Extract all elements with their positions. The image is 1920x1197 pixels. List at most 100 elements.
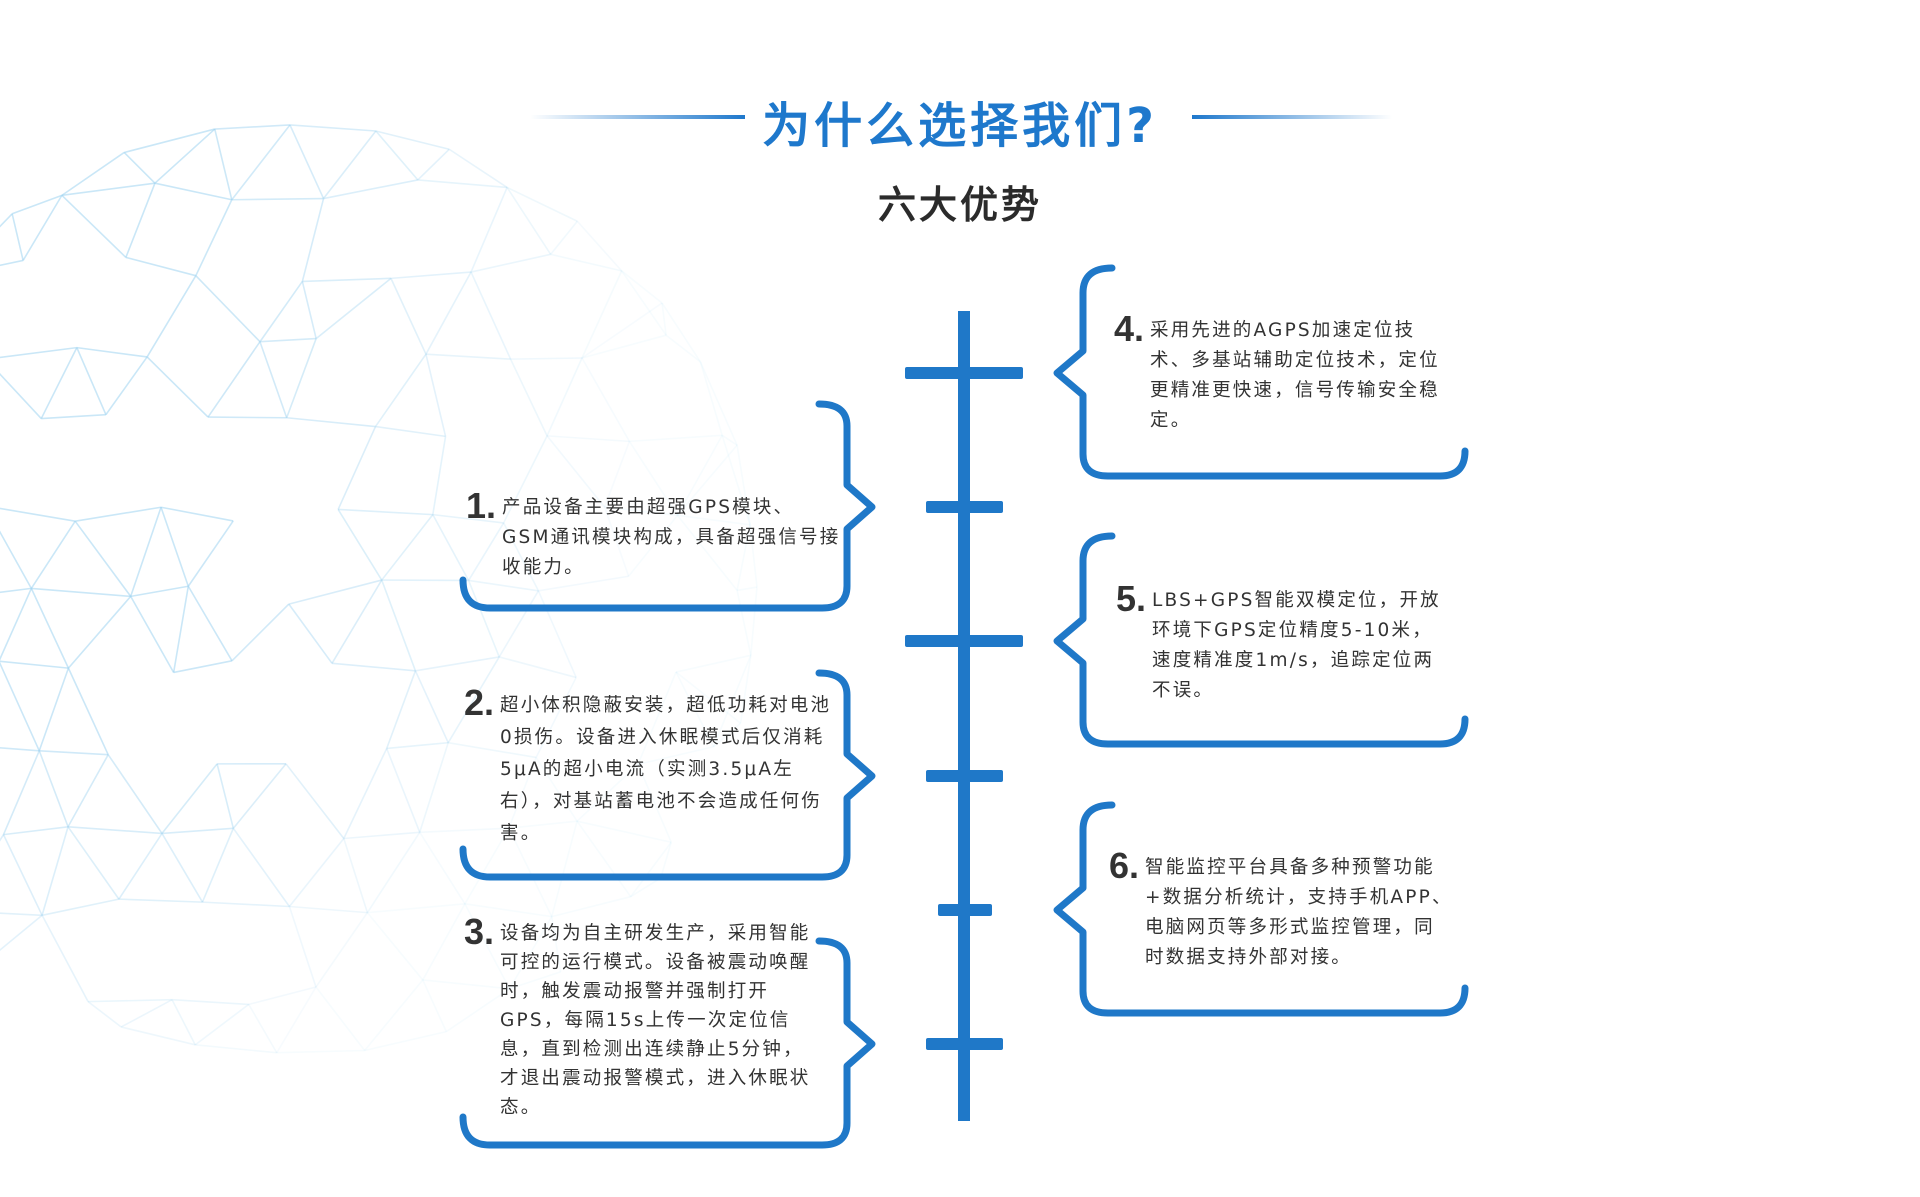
globe-edge — [289, 905, 368, 914]
globe-edge — [323, 179, 418, 200]
globe-edge — [386, 741, 449, 750]
globe-edge — [331, 579, 383, 664]
advantage-3: 3. 设备均为自主研发生产，采用智能可控的运行模式。设备被震动唤醒时，触发震动报… — [464, 911, 818, 1122]
globe-edge — [331, 662, 416, 672]
globe-edge — [288, 837, 345, 908]
globe-edge — [76, 346, 148, 358]
globe-edge — [118, 898, 203, 903]
globe-edge — [419, 831, 466, 905]
globe-edge — [259, 337, 317, 343]
globe-edge — [432, 436, 447, 515]
advantage-text: 产品设备主要由超强GPS模块、GSM通讯模块构成，具备超强信号接收能力。 — [502, 497, 841, 578]
globe-edge — [38, 667, 70, 752]
globe-edge — [470, 271, 512, 360]
advantage-5: 5. LBS+GPS智能双模定位，开放环境下GPS定位精度5-10米，速度精准度… — [1116, 578, 1452, 706]
globe-edge — [129, 506, 162, 597]
globe-edge — [2, 834, 43, 916]
globe-edge — [418, 742, 449, 833]
globe-edge — [107, 754, 163, 834]
globe-edge — [713, 722, 742, 748]
advantage-number: 1. — [466, 485, 497, 526]
globe-edge — [288, 906, 317, 988]
globe-edge — [576, 820, 672, 844]
globe-edge — [367, 903, 465, 914]
advantage-text: LBS+GPS智能双模定位，开放环境下GPS定位精度5-10米，速度精准度1m/… — [1152, 590, 1441, 701]
globe-edge — [721, 435, 751, 526]
globe-edge — [129, 595, 175, 673]
globe-edge — [105, 356, 148, 416]
globe-edge — [576, 820, 632, 898]
globe-edge — [510, 357, 582, 360]
globe-edge — [195, 1044, 277, 1054]
advantage-number: 5. — [1116, 578, 1147, 619]
globe-edge — [208, 416, 287, 419]
globe-edge — [576, 220, 623, 272]
globe-edge — [739, 655, 752, 724]
globe-edge — [195, 199, 233, 277]
globe-edge — [467, 580, 500, 658]
globe-edge — [61, 151, 125, 197]
globe-edge — [289, 124, 376, 132]
globe-edge — [498, 590, 540, 658]
globe-edge — [375, 130, 450, 151]
globe-edge — [39, 749, 109, 756]
globe-edge — [581, 302, 663, 359]
globe-edge — [422, 903, 466, 981]
globe-edge — [661, 302, 667, 336]
globe-edge — [161, 763, 218, 834]
callout-frame-right — [1053, 532, 1469, 748]
globe-edge — [61, 182, 156, 197]
globe-edge — [422, 979, 510, 990]
globe-edge — [285, 338, 317, 419]
globe-edge — [749, 524, 758, 588]
globe-edge — [74, 520, 132, 597]
globe-edge — [160, 506, 190, 587]
globe-edge — [637, 745, 714, 766]
globe-edge — [550, 220, 578, 255]
globe-edge — [216, 763, 235, 829]
globe-edge — [498, 656, 577, 679]
timeline-tick — [938, 904, 992, 916]
globe-edge — [375, 130, 419, 181]
globe-edge — [736, 586, 758, 592]
globe-edge — [661, 302, 702, 363]
globe-edge — [173, 660, 233, 674]
globe-edge — [338, 508, 433, 516]
globe-edge — [464, 827, 510, 905]
globe-edge — [630, 841, 672, 898]
advantage-4: 4. 采用先进的AGPS加速定位技术、多基站辅助定位技术，定位更精准更快速，信号… — [1114, 308, 1450, 436]
globe-edge — [288, 579, 382, 605]
globe-edge — [286, 416, 376, 428]
globe-edge — [289, 124, 325, 199]
globe-edge — [120, 999, 173, 1028]
timeline-tick — [926, 1038, 1003, 1050]
globe-edge — [385, 670, 417, 749]
globe-edge — [231, 603, 290, 662]
globe-edge — [425, 353, 511, 360]
advantage-2: 2. 超小体积隐蔽安装，超低功耗对电池0损伤。设备进入休眠模式后仅消耗5μA的超… — [464, 682, 835, 850]
globe-edge — [385, 748, 421, 833]
globe-edge — [470, 253, 551, 273]
globe-edge — [41, 826, 69, 916]
advantage-text: 超小体积隐蔽安装，超低功耗对电池0损伤。设备进入休眠模式后仅消耗5μA的超小电流… — [500, 695, 832, 844]
globe-edge — [118, 832, 163, 900]
page-title: 为什么选择我们? — [762, 98, 1158, 154]
globe-edge — [232, 827, 291, 907]
globe-edge — [629, 434, 723, 443]
globe-edge — [0, 346, 77, 359]
globe-edge — [415, 656, 500, 672]
globe-edge — [154, 128, 216, 184]
globe-edge — [551, 895, 631, 918]
globe-edge — [576, 763, 639, 822]
globe-edge — [506, 186, 578, 222]
globe-edge — [550, 916, 562, 973]
advantage-number: 6. — [1109, 845, 1140, 886]
globe-edge — [374, 353, 427, 428]
globe-edge — [621, 270, 667, 336]
globe-edge — [146, 356, 209, 418]
globe-edge — [0, 507, 76, 522]
globe-edge — [231, 197, 324, 201]
globe-edge — [125, 182, 156, 258]
globe-edge — [171, 999, 196, 1046]
globe-edge — [40, 347, 78, 419]
